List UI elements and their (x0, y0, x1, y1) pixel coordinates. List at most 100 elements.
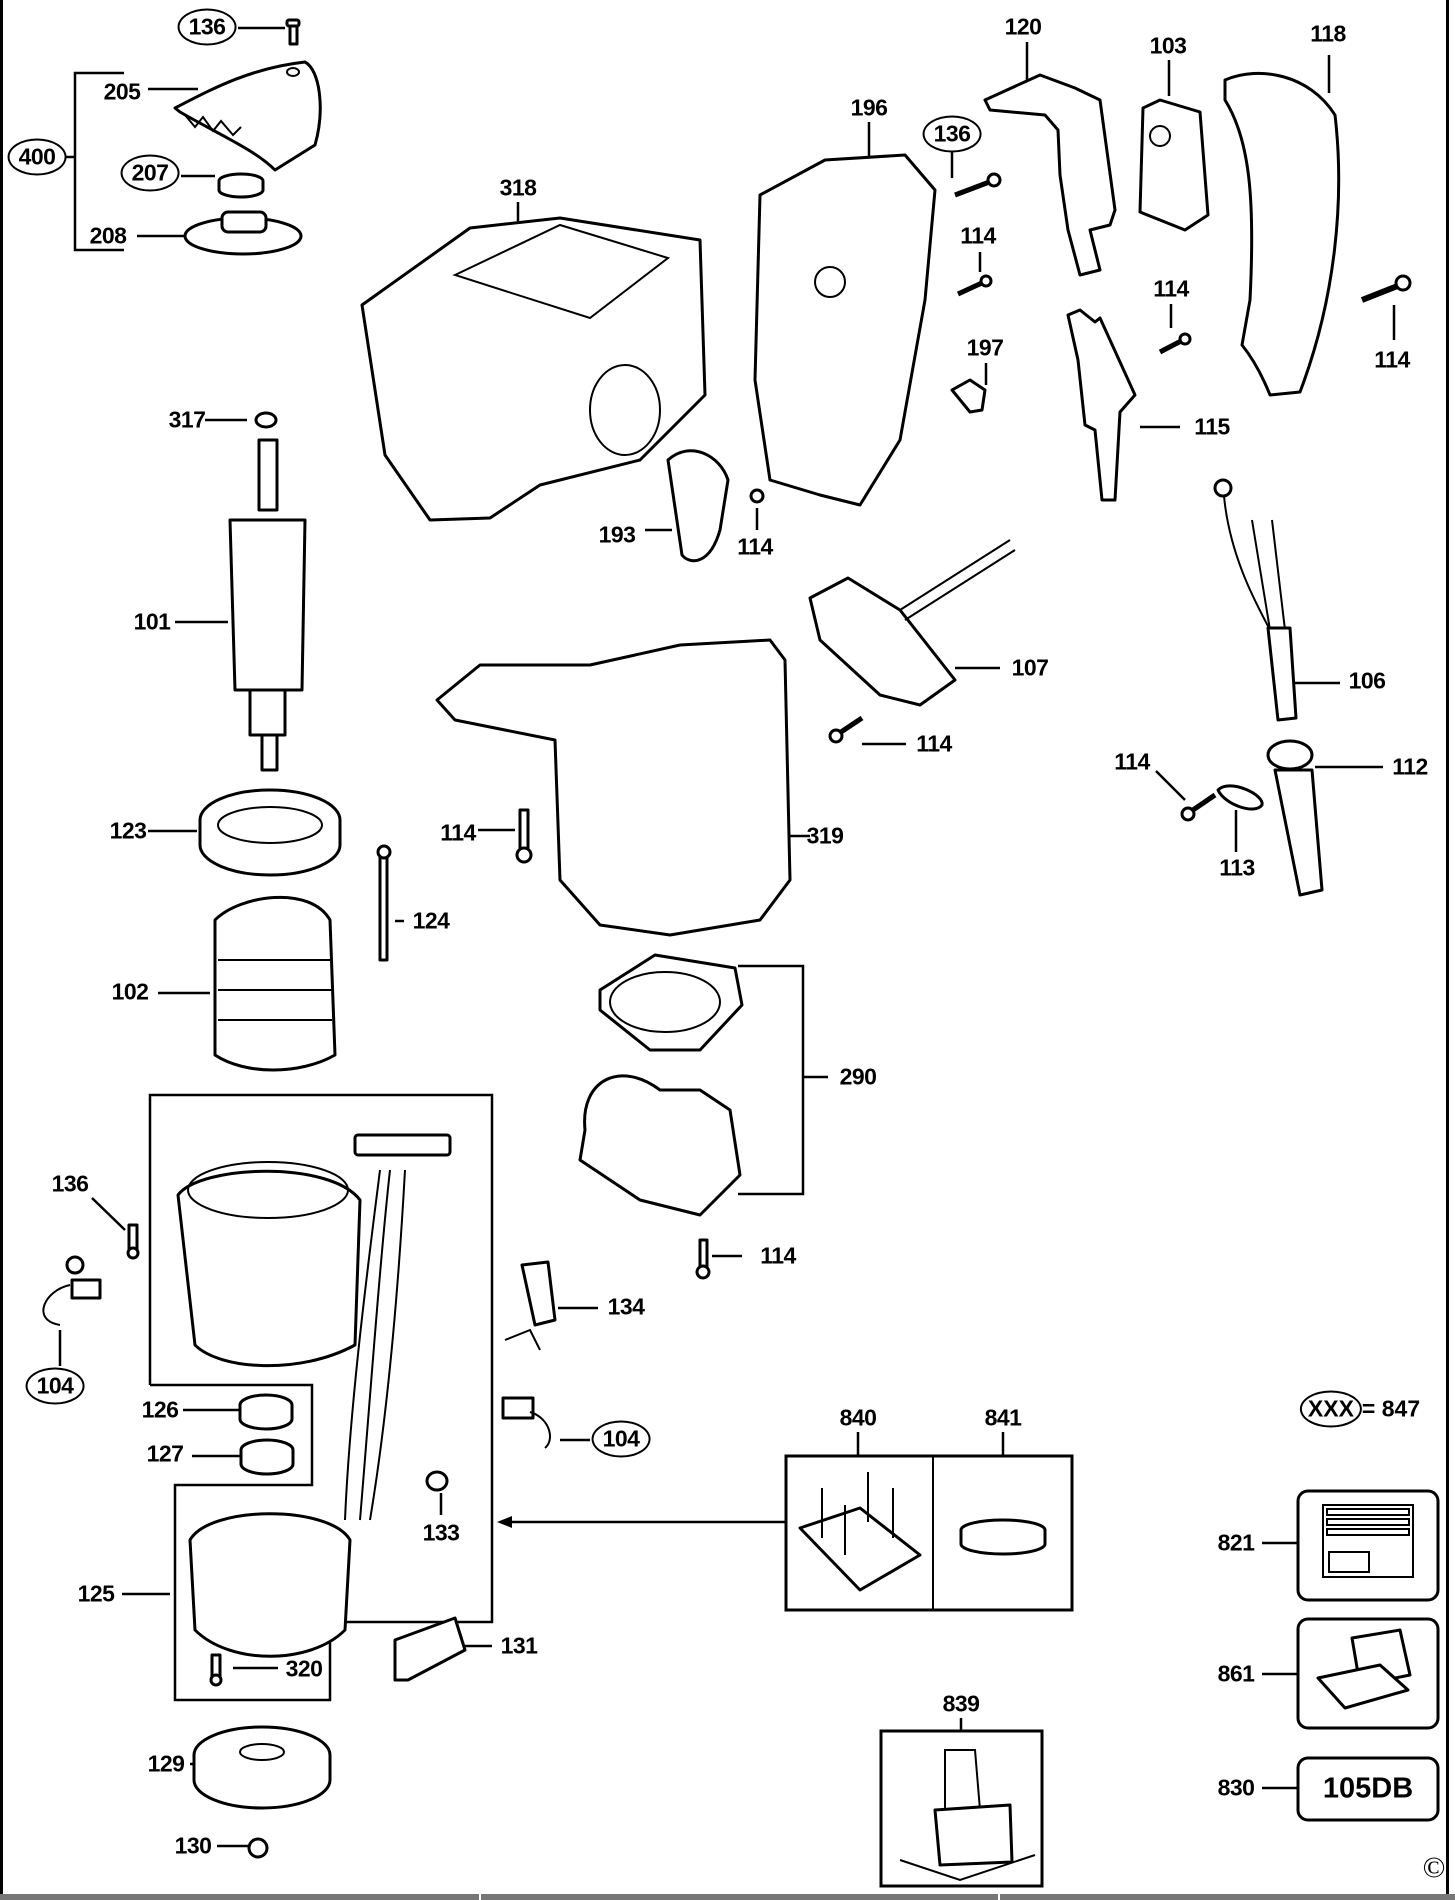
kit-840-841-box (784, 1432, 1074, 1612)
part-112-sleeve (1266, 739, 1383, 897)
part-label-115: 115 (1194, 413, 1230, 440)
part-114-screw (828, 715, 906, 746)
part-114-screw (749, 488, 765, 530)
part-label-125: 125 (77, 1580, 115, 1607)
part-127-cup (192, 1438, 295, 1476)
part-label-134: 134 (607, 1293, 645, 1320)
part-196-housing (753, 122, 937, 507)
part-208-plate (137, 210, 303, 256)
part-label-130: 130 (174, 1832, 212, 1859)
part-label-317: 317 (168, 406, 206, 433)
part-label-129: 129 (147, 1750, 185, 1777)
part-136-screw (950, 152, 1002, 198)
part-label-107: 107 (1011, 654, 1049, 681)
part-label-131: 131 (500, 1632, 538, 1659)
footer-divider (998, 1894, 1000, 1900)
footer-bar (0, 1894, 1455, 1900)
part-label-124: 124 (412, 907, 450, 934)
box-821-manual (1262, 1489, 1440, 1602)
part-label-320: 320 (285, 1655, 323, 1682)
box-861-case (1262, 1617, 1440, 1730)
part-label-193: 193 (598, 521, 636, 548)
part-104-brush (42, 1255, 102, 1366)
part-label-102: 102 (111, 978, 149, 1005)
part-label-207: 207 (120, 154, 180, 192)
part-136-screw (238, 18, 301, 46)
part-label-114: 114 (916, 730, 952, 757)
part-label-400: 400 (7, 138, 67, 176)
part-label-114: 114 (737, 533, 773, 560)
part-102-stator (158, 895, 337, 1072)
part-label-114: 114 (1153, 275, 1189, 302)
part-318-housing (360, 202, 707, 522)
part-label-841: 841 (984, 1404, 1022, 1431)
kit-839-box (879, 1718, 1044, 1888)
footer-divider (479, 1894, 481, 1900)
box-830-decibel (1262, 1756, 1440, 1822)
part-label-319: 319 (806, 822, 844, 849)
part-118-handle (1223, 55, 1341, 397)
part-107-switch (808, 539, 1016, 707)
part-320-screw (209, 1653, 278, 1687)
part-114-screw (1360, 274, 1412, 340)
part-label-126: 126 (141, 1396, 179, 1423)
part-label-106: 106 (1348, 667, 1386, 694)
part-129-fan (190, 1725, 332, 1810)
part-123-ring (148, 788, 342, 877)
part-label-103: 103 (1149, 32, 1187, 59)
part-label-123: 123 (109, 817, 147, 844)
part-114-screw (478, 808, 533, 864)
part-205-cover (148, 60, 322, 172)
part-label-290: 290 (839, 1063, 877, 1090)
part-124-screw (376, 844, 404, 962)
part-106-cord (1213, 478, 1340, 722)
part-134-brush-holder (504, 1260, 598, 1351)
part-label-101: 101 (133, 608, 171, 635)
part-label-104: 104 (591, 1420, 651, 1458)
part-label-114: 114 (960, 222, 996, 249)
part-133-spring (425, 1470, 449, 1515)
part-label-136: 136 (51, 1170, 89, 1197)
legend-equals: = 847 (1361, 1395, 1421, 1422)
part-114-screw (1158, 304, 1192, 355)
part-197-clip (950, 363, 988, 414)
part-label-136: 136 (922, 115, 982, 153)
part-290-baffle (578, 953, 828, 1217)
part-207-disc (181, 172, 265, 199)
part-label-318: 318 (499, 174, 537, 201)
part-label-118: 118 (1310, 20, 1346, 47)
part-label-127: 127 (146, 1440, 184, 1467)
part-101-armature (175, 438, 307, 772)
part-114-screw (1155, 770, 1217, 822)
part-103-switch (1138, 60, 1210, 232)
part-113-clamp (1216, 784, 1264, 852)
part-label-114: 114 (1374, 346, 1410, 373)
part-label-104: 104 (25, 1367, 85, 1405)
part-120-trigger (983, 42, 1117, 277)
part-114-screw (695, 1238, 742, 1280)
arrow-indicator (497, 1516, 786, 1528)
part-193-knob (645, 449, 730, 563)
part-136-screw (91, 1197, 140, 1260)
part-label-197: 197 (966, 334, 1004, 361)
part-115-bracket (1066, 308, 1180, 502)
legend: XXX= 847 (1299, 1390, 1421, 1428)
part-130-nut (217, 1837, 269, 1859)
legend-oval: XXX (1299, 1390, 1362, 1428)
part-104-brush (501, 1396, 590, 1449)
part-label-840: 840 (839, 1404, 877, 1431)
part-317-ring (205, 411, 278, 429)
part-label-205: 205 (103, 78, 141, 105)
part-319-housing (435, 638, 810, 937)
part-label-136: 136 (177, 8, 237, 46)
part-label-196: 196 (850, 94, 888, 121)
part-label-208: 208 (89, 222, 127, 249)
part-131-clip (393, 1616, 492, 1682)
part-label-821: 821 (1217, 1529, 1255, 1556)
part-label-114: 114 (440, 819, 476, 846)
part-126-bearing (183, 1393, 294, 1431)
part-label-113: 113 (1219, 854, 1255, 881)
decibel-rating: 105DB (1322, 1772, 1414, 1805)
